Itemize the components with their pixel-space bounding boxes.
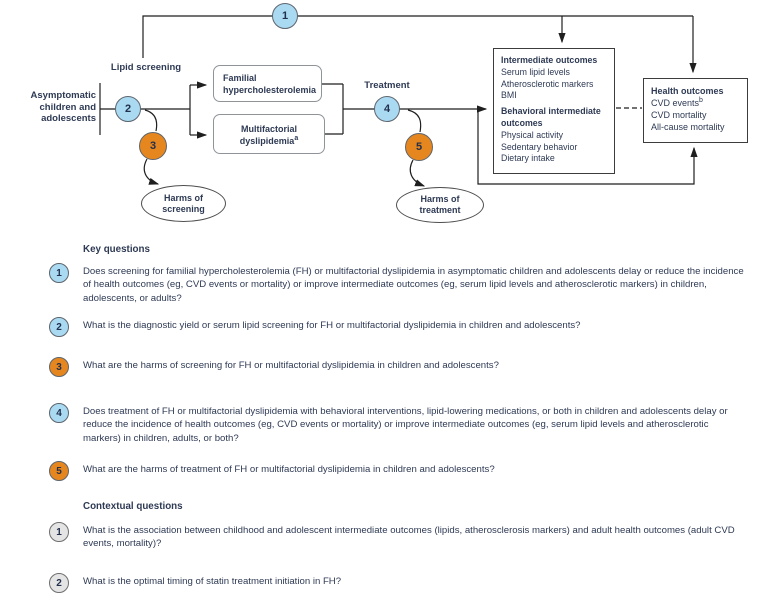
connector-lines [99, 15, 698, 187]
familial-hypercholesterolemia-box: Familial hypercholesterolemia [213, 65, 322, 102]
key-question-1-number: 1 [49, 263, 69, 283]
cvd-events-text: CVD events [651, 98, 700, 108]
treatment-to-health-line [477, 109, 698, 185]
health-item-cvd-mortality: CVD mortality [651, 110, 707, 120]
health-item-cvd-events: CVD eventsb [651, 97, 743, 109]
cvd-events-footnote-b: b [699, 97, 703, 104]
diagram-kq1-marker: 1 [272, 3, 298, 29]
key-question-2-text: What is the diagnostic yield or serum li… [83, 320, 581, 331]
key-questions-heading: Key questions [83, 244, 150, 255]
key-question-2: 2 What is the diagnostic yield or serum … [49, 317, 745, 337]
diagram-kq4-marker: 4 [374, 96, 400, 122]
treatment-label: Treatment [364, 80, 410, 91]
intermediate-item-bmi: BMI [501, 90, 517, 101]
intermediate-item-dietary: Dietary intake [501, 153, 555, 164]
contextual-question-1: 1 What is the association between childh… [49, 522, 745, 551]
harms-treatment-line1: Harms of [420, 194, 460, 204]
lipid-screening-label: Lipid screening [110, 62, 182, 73]
contextual-question-2-text: What is the optimal timing of statin tre… [83, 576, 342, 587]
health-item-all-cause-mortality: All-cause mortality [651, 122, 725, 132]
health-outcomes-box: Health outcomes CVD eventsb CVD mortalit… [643, 78, 748, 143]
md-box-line2: dyslipidemiaa [214, 135, 324, 147]
overarching-kq1-line [142, 15, 693, 58]
key-question-4: 4 Does treatment of FH or multifactorial… [49, 403, 745, 445]
harms-screening-line2: screening [162, 203, 205, 214]
md-box-line1: Multifactorial [240, 124, 297, 134]
intermediate-item-sedentary: Sedentary behavior [501, 141, 578, 152]
contextual-question-2: 2 What is the optimal timing of statin t… [49, 573, 745, 593]
diagram-kq2-marker: 2 [115, 96, 141, 122]
harms-of-treatment-ellipse: Harms of treatment [396, 187, 484, 223]
contextual-question-1-text: What is the association between childhoo… [83, 525, 735, 550]
intermediate-item-serum-lipid: Serum lipid levels [501, 66, 570, 77]
key-question-4-number: 4 [49, 403, 69, 423]
arrow-to-harms-treatment [409, 159, 426, 187]
merge-bracket-line [322, 83, 344, 135]
contextual-question-2-number: 2 [49, 573, 69, 593]
harms-of-screening-ellipse: Harms of screening [141, 185, 226, 222]
key-question-1: 1 Does screening for familial hyperchole… [49, 263, 745, 305]
key-question-5-text: What are the harms of treatment of FH or… [83, 464, 495, 475]
md-box-line2-text: dyslipidemia [239, 136, 295, 146]
key-question-2-number: 2 [49, 317, 69, 337]
contextual-question-1-number: 1 [49, 522, 69, 542]
population-line3: adolescents [41, 113, 96, 124]
key-question-1-text: Does screening for familial hypercholest… [83, 266, 744, 304]
fh-box-line2: hypercholesterolemia [223, 85, 317, 95]
population-line2: children and [39, 101, 96, 113]
curve-kq4-to-kq5 [407, 109, 422, 133]
intermediate-outcomes-title: Intermediate outcomes [501, 55, 598, 65]
md-box-footnote-a: a [294, 135, 299, 142]
key-question-5: 5 What are the harms of treatment of FH … [49, 461, 745, 481]
key-question-3-number: 3 [49, 357, 69, 377]
diagram-kq5-marker: 5 [405, 133, 433, 161]
curve-kq2-to-kq3 [144, 109, 158, 132]
intermediate-outcomes-box: Intermediate outcomes Serum lipid levels… [493, 48, 615, 174]
key-question-4-text: Does treatment of FH or multifactorial d… [83, 406, 728, 444]
harms-screening-line1: Harms of [163, 192, 203, 203]
key-question-5-number: 5 [49, 461, 69, 481]
harms-treatment-line2: treatment [419, 205, 461, 215]
arrow-to-harms-screening [143, 158, 160, 185]
diagram-kq3-marker: 3 [139, 132, 167, 160]
fh-box-line1: Familial [223, 73, 257, 83]
multifactorial-dyslipidemia-box: Multifactorial dyslipidemiaa [213, 114, 325, 154]
population-label: Asymptomatic children and adolescents [20, 90, 96, 125]
population-line1: Asymptomatic [30, 90, 96, 101]
intermediate-item-atherosclerotic: Atherosclerotic markers [501, 78, 594, 89]
contextual-questions-heading: Contextual questions [83, 501, 183, 512]
health-outcomes-title: Health outcomes [651, 86, 724, 96]
key-question-3: 3 What are the harms of screening for FH… [49, 357, 745, 377]
behavioral-outcomes-subtitle: Behavioral intermediate outcomes [501, 106, 601, 128]
intermediate-item-physical-activity: Physical activity [501, 129, 564, 140]
key-question-3-text: What are the harms of screening for FH o… [83, 360, 499, 371]
